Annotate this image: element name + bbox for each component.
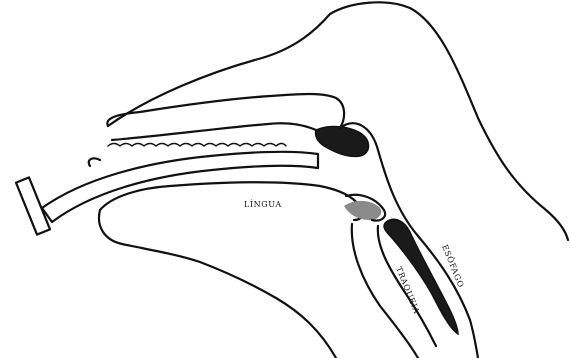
upper-lip bbox=[89, 158, 100, 166]
nasal-cavity-outline bbox=[107, 94, 344, 128]
tongue-label: LÍNGUA bbox=[244, 200, 282, 209]
jaw-outline bbox=[99, 210, 336, 358]
head-outline bbox=[108, 2, 568, 240]
trachea-label: TRAQUEIA bbox=[394, 265, 421, 315]
palate-outline bbox=[112, 123, 316, 140]
palate-ridges bbox=[108, 144, 286, 147]
epiglottis-shading bbox=[344, 201, 381, 220]
esophagus-label: ESÔFAGO bbox=[440, 243, 465, 289]
uvula bbox=[315, 127, 368, 157]
tongue-outline bbox=[100, 182, 363, 220]
endotracheal-tube bbox=[42, 152, 318, 222]
